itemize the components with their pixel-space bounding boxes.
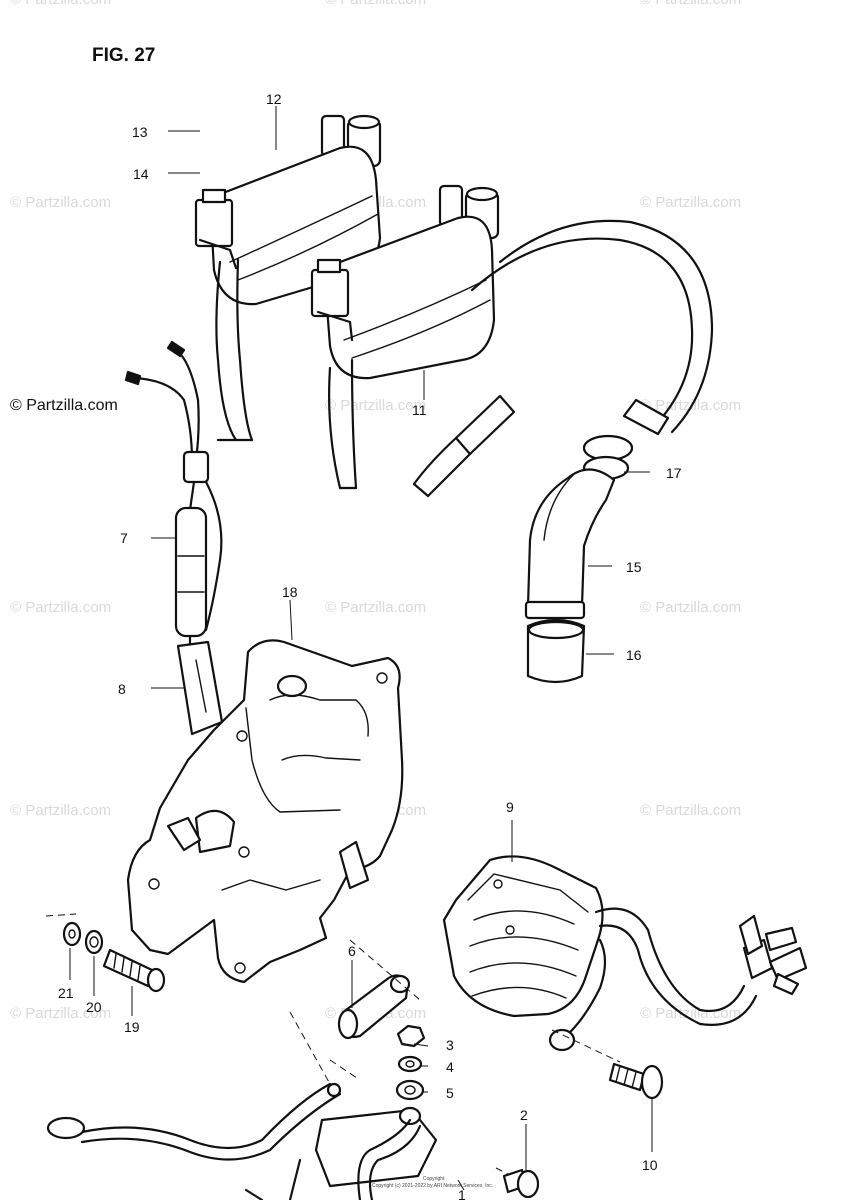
callout-15: 15 <box>626 559 642 575</box>
wire-harness-upper <box>124 340 224 736</box>
screw-2 <box>495 1167 540 1199</box>
callout-4: 4 <box>446 1059 454 1075</box>
figure-title: FIG. 27 <box>92 45 155 66</box>
callout-21: 21 <box>58 985 74 1001</box>
copyright-line1: Copyright <box>423 1176 445 1182</box>
callout-10: 10 <box>642 1157 658 1173</box>
watermark: © Partzilla.com <box>325 397 426 414</box>
bracket-18 <box>126 639 404 984</box>
bolt-10 <box>551 1029 664 1100</box>
callout-13: 13 <box>132 124 148 140</box>
callout-2: 2 <box>520 1107 528 1123</box>
callout-16: 16 <box>626 647 642 663</box>
callout-6: 6 <box>348 943 356 959</box>
watermark: © Partzilla.com <box>10 194 111 211</box>
callout-14: 14 <box>133 166 149 182</box>
fasteners-left <box>45 913 166 993</box>
copyright-line2: Copyright (c) 2021-2022 by ARI Network S… <box>372 1183 493 1189</box>
callout-18: 18 <box>282 584 298 600</box>
callout-7: 7 <box>120 530 128 546</box>
callout-8: 8 <box>118 681 126 697</box>
watermark: © Partzilla.com <box>640 194 741 211</box>
watermark: © Partzilla.com <box>10 599 111 616</box>
regulator-rectifier-9 <box>442 855 808 1052</box>
callout-labels: 13 14 12 11 7 8 18 17 15 16 9 6 3 4 5 2 … <box>58 91 682 1200</box>
callout-17: 17 <box>666 465 682 481</box>
nut-washer-stack <box>349 939 426 1101</box>
watermark: © Partzilla.com <box>640 397 741 414</box>
callout-11: 11 <box>412 402 427 418</box>
high-tension-lead <box>412 219 714 498</box>
callout-5: 5 <box>446 1085 454 1101</box>
callout-1: 1 <box>458 1187 466 1200</box>
watermark: © Partzilla.com <box>325 0 426 8</box>
watermark: © Partzilla.com <box>640 802 741 819</box>
ignition-coil-11 <box>310 184 500 490</box>
plug-cap-assembly <box>524 434 634 684</box>
watermark: © Partzilla.com <box>10 0 111 8</box>
hose-6 <box>337 974 411 1040</box>
leader-lines <box>69 106 653 1191</box>
watermark: © Partzilla.com <box>10 1005 111 1022</box>
watermark-prominent: © Partzilla.com <box>10 397 118 414</box>
callout-19: 19 <box>124 1019 140 1035</box>
watermark: © Partzilla.com <box>10 802 111 819</box>
terminal-assembly-1 <box>46 1011 438 1200</box>
watermark: © Partzilla.com <box>640 599 741 616</box>
watermark: © Partzilla.com <box>640 1005 741 1022</box>
callout-12: 12 <box>266 91 282 107</box>
watermark: © Partzilla.com <box>640 0 741 8</box>
callout-3: 3 <box>446 1037 454 1053</box>
callout-9: 9 <box>506 799 514 815</box>
callout-20: 20 <box>86 999 102 1015</box>
watermark: © Partzilla.com <box>325 599 426 616</box>
